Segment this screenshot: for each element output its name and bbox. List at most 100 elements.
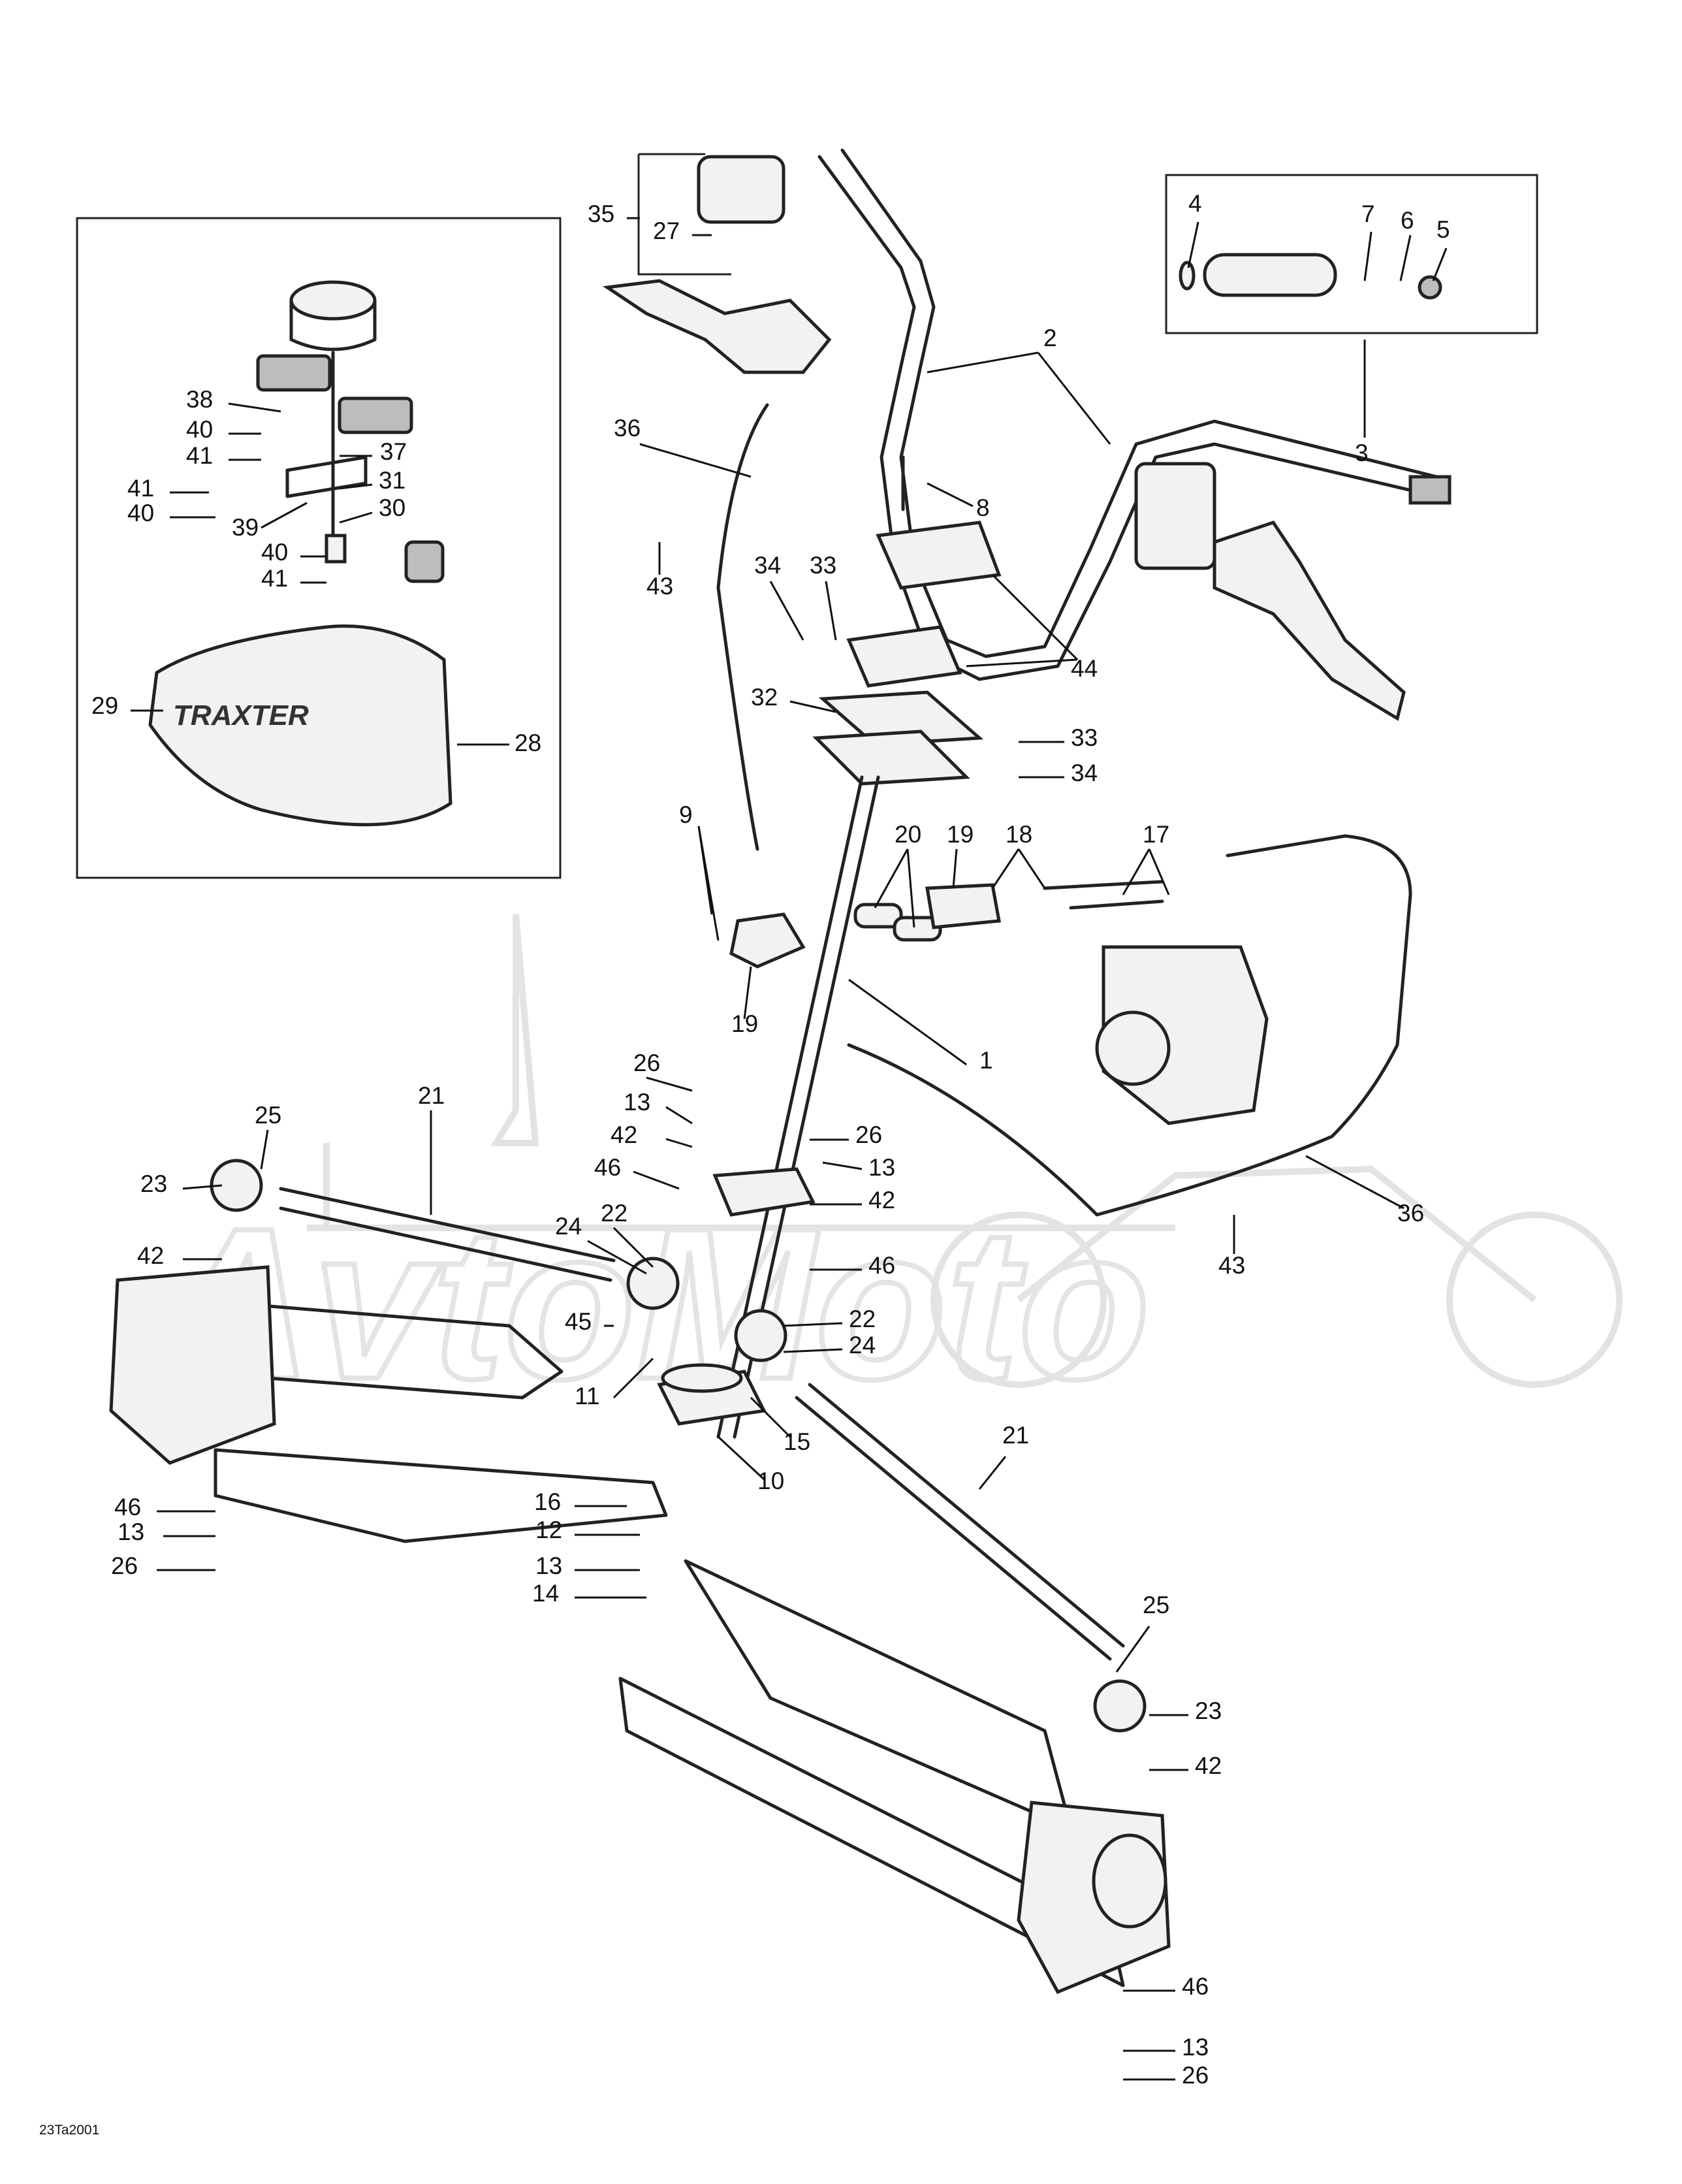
callout-45: 45	[565, 1308, 592, 1335]
leader-line-6	[1399, 234, 1412, 281]
callout-42: 42	[137, 1242, 164, 1269]
cable-36-lower	[847, 834, 1412, 1217]
tie-rod-right	[795, 1383, 1125, 1661]
callout-3: 3	[1355, 440, 1369, 466]
callout-28: 28	[515, 730, 541, 756]
leader-line-36	[639, 443, 752, 478]
callout-31: 31	[379, 467, 405, 494]
leader-line-19	[952, 848, 958, 889]
callout-40: 40	[186, 416, 213, 443]
callout-16: 16	[534, 1488, 561, 1515]
callout-25: 25	[255, 1102, 281, 1129]
leader-line-26	[646, 1076, 693, 1092]
leader-line-25	[1115, 1626, 1150, 1673]
leader-line-1	[848, 978, 967, 1066]
leader-line-20	[874, 848, 909, 908]
callout-23: 23	[1195, 1697, 1222, 1724]
steering-upper	[812, 455, 1002, 786]
inset-throttle-housing	[603, 153, 832, 374]
bearing-flange	[661, 1363, 743, 1393]
figure-code: 23Ta2001	[39, 2123, 99, 2138]
ignition-clip	[325, 534, 347, 564]
cover-shell	[148, 624, 452, 827]
ignition-cup	[289, 280, 377, 321]
callout-42: 42	[868, 1187, 895, 1213]
tie-rod-end-right	[1093, 1679, 1147, 1733]
callout-13: 13	[1182, 2034, 1209, 2061]
inset-grip-frame	[1165, 174, 1538, 334]
leader-line-21	[978, 1456, 1007, 1490]
callout-22: 22	[601, 1200, 627, 1227]
callout-33: 33	[1071, 724, 1098, 751]
leader-line-5	[1432, 248, 1448, 281]
callout-40: 40	[261, 539, 288, 566]
tie-rods	[210, 1159, 1147, 1733]
callout-46: 46	[114, 1494, 141, 1520]
callout-9: 9	[679, 801, 693, 828]
grip	[1203, 253, 1337, 297]
callout-19: 19	[947, 821, 974, 848]
leader-line-9	[697, 826, 720, 941]
suspension	[109, 1265, 1171, 1995]
leader-line-19	[743, 966, 752, 1020]
throttle-lever	[603, 279, 832, 374]
callout-41: 41	[261, 565, 288, 592]
handlebar-clamp-upper	[876, 521, 1002, 590]
bushing-20-upper	[853, 903, 903, 929]
callout-14: 14	[532, 1580, 559, 1607]
callout-19: 19	[731, 1010, 758, 1037]
leader-line-18	[991, 848, 1020, 889]
tie-rod-end-center-right	[734, 1309, 787, 1362]
callout-17: 17	[1143, 821, 1169, 848]
leader-line-39	[261, 502, 308, 529]
callout-13: 13	[624, 1089, 650, 1116]
callout-21: 21	[1002, 1422, 1029, 1449]
leader-line-8	[927, 482, 974, 507]
callout-40: 40	[127, 500, 154, 526]
callout-20: 20	[895, 821, 921, 848]
knuckle-right-hub	[1092, 1833, 1167, 1929]
leader-line-15	[750, 1396, 791, 1438]
leader-line-4	[1187, 221, 1199, 268]
cable-36-upper	[716, 403, 769, 851]
callout-37: 37	[380, 438, 407, 465]
leader-line-11	[612, 1357, 654, 1399]
callout-6: 6	[1401, 207, 1414, 234]
callout-36: 36	[614, 415, 641, 442]
inset-35-frame	[637, 153, 731, 276]
handlebar-end	[1408, 475, 1452, 505]
callout-11: 11	[575, 1383, 599, 1409]
ignition-cup-body	[289, 298, 377, 351]
callout-32: 32	[751, 684, 778, 711]
callout-26: 26	[1182, 2062, 1209, 2089]
callout-46: 46	[868, 1252, 895, 1279]
callout-labels: 1234567891011121313131313141516171819192…	[91, 190, 1450, 2089]
callout-35: 35	[588, 201, 614, 227]
leader-line-36	[1305, 1155, 1404, 1210]
handlebar-tube	[817, 155, 1438, 681]
leader-line-38	[228, 402, 281, 413]
callout-18: 18	[1006, 821, 1032, 848]
leader-line-18	[1017, 848, 1046, 889]
ignition-grip-right	[338, 396, 413, 434]
knuckle-left	[109, 1265, 276, 1465]
callout-8: 8	[976, 494, 990, 521]
callout-43: 43	[646, 573, 673, 600]
leader-line-22	[612, 1227, 654, 1268]
inset-ignition-cover: TRAXTER	[76, 217, 562, 879]
callout-41: 41	[127, 475, 154, 502]
leader-line-22	[783, 1322, 843, 1327]
cover-logo-text: TRAXTER	[173, 699, 309, 731]
callout-43: 43	[1218, 1252, 1245, 1279]
leader-line-25	[260, 1129, 269, 1170]
callout-26: 26	[855, 1121, 882, 1148]
callout-15: 15	[784, 1428, 810, 1455]
leader-line-44	[966, 658, 1078, 667]
steering-plate	[812, 730, 970, 786]
leader-line-23	[182, 1184, 223, 1190]
upper-a-arm-right	[684, 1559, 1073, 1831]
pitman-arm	[712, 1167, 816, 1217]
callout-29: 29	[91, 692, 118, 719]
inset-grip	[1165, 174, 1538, 334]
